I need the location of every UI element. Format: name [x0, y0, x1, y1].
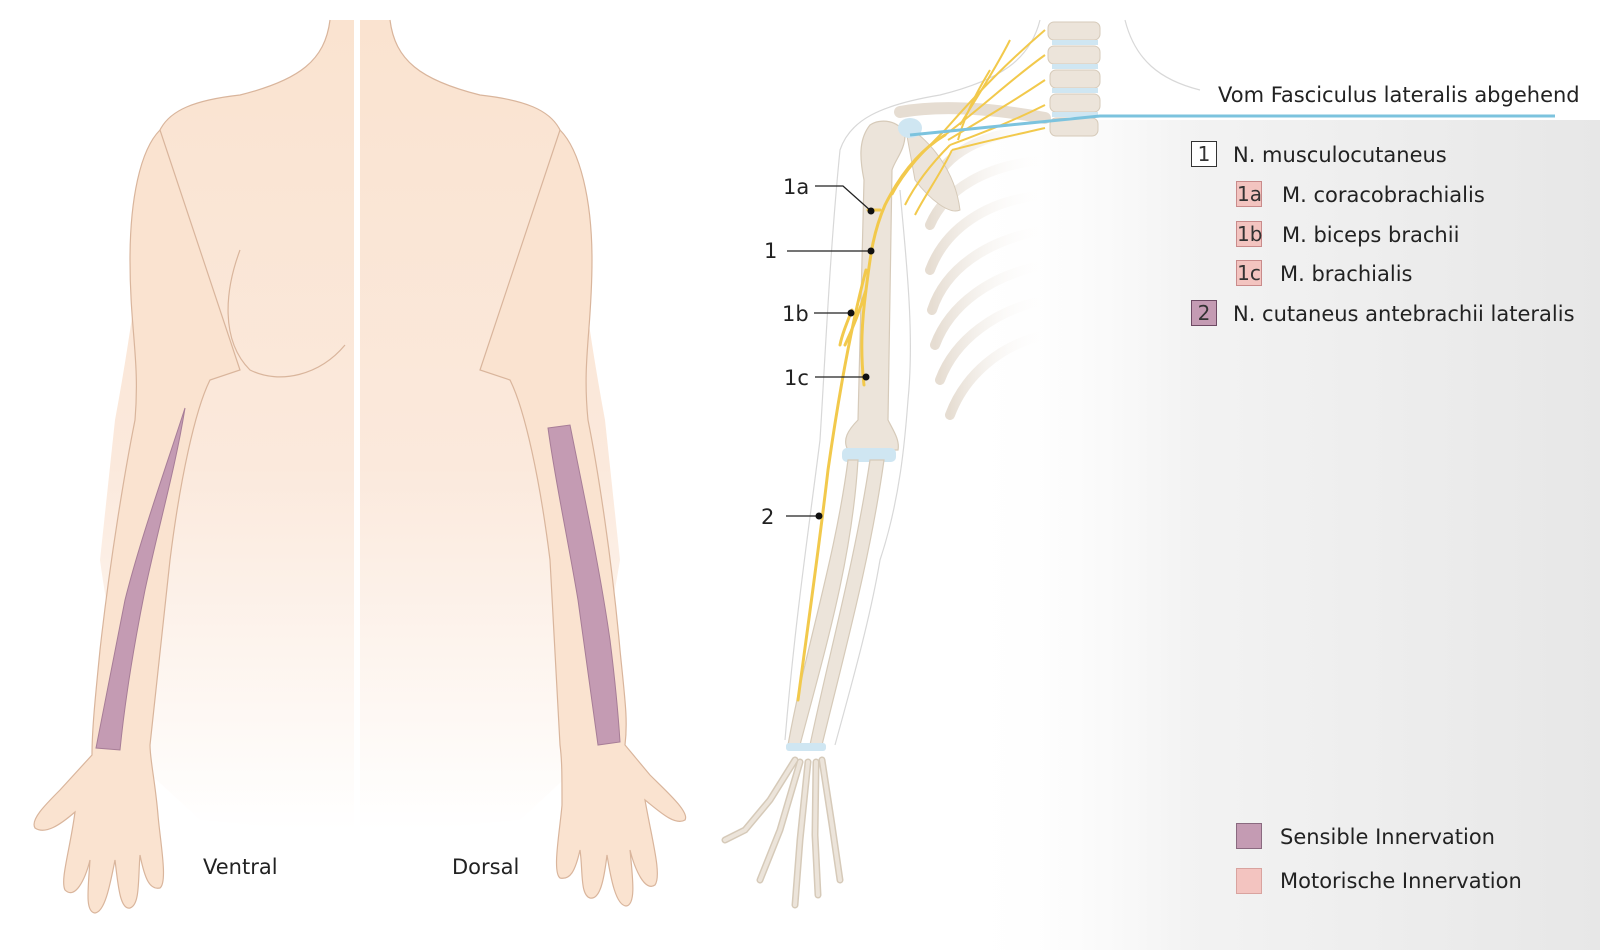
callout-label-1b: 1b: [782, 302, 809, 326]
legend-swatch-sensory: [1236, 823, 1262, 849]
body-silhouette: [784, 19, 1041, 741]
key-2: 2: [1191, 300, 1217, 326]
nerve-item-cutaneus: N. cutaneus antebrachii lateralis: [1233, 302, 1575, 326]
hand-bones-fill: [723, 758, 842, 907]
nerve-item-biceps: M. biceps brachii: [1282, 223, 1460, 247]
nerve-item-musculocutaneus: N. musculocutaneus: [1233, 143, 1447, 167]
humerus: [845, 120, 906, 451]
rib-cage: [925, 125, 1050, 420]
breast-contour: [227, 249, 346, 378]
key-1c: 1c: [1236, 260, 1262, 286]
skeleton-figure: [721, 19, 1555, 909]
callout-dot-2: [815, 512, 823, 520]
spine: [1047, 21, 1101, 137]
nerve-item-coracobrachialis: M. coracobrachialis: [1282, 183, 1485, 207]
legend-label-motor: Motorische Innervation: [1280, 869, 1522, 893]
neck-silhouette: [1124, 19, 1201, 91]
callout-label-1c: 1c: [784, 366, 809, 390]
leader-line: [909, 114, 1555, 137]
callout-label-1: 1: [764, 239, 778, 263]
callout-lines: [786, 185, 872, 517]
section-title: Vom Fasciculus lateralis abgehend: [1218, 83, 1580, 107]
view-label-dorsal: Dorsal: [452, 855, 520, 879]
callout-dots: [815, 207, 875, 520]
callout-dot-1c: [862, 373, 870, 381]
sensory-zone-dorsal: [547, 424, 621, 746]
body-figure: [33, 19, 687, 914]
body-silhouette-inner: [834, 189, 911, 746]
arm-ventral: [33, 128, 241, 914]
torso-outline: [159, 19, 331, 131]
key-1: 1: [1191, 141, 1217, 167]
musculocutaneous-nerve: [796, 133, 947, 702]
callout-label-1a: 1a: [783, 175, 810, 199]
sensory-zone-ventral: [95, 407, 186, 751]
torso-outline-right: [389, 19, 561, 131]
side-panel: [960, 120, 1600, 950]
callout-label-2: 2: [761, 505, 775, 529]
key-1a: 1a: [1236, 181, 1262, 207]
callout-dot-1a: [867, 207, 875, 215]
nerve-item-brachialis: M. brachialis: [1280, 262, 1413, 286]
wrist-joint: [786, 743, 826, 751]
legend-label-sensory: Sensible Innervation: [1280, 825, 1495, 849]
callout-dot-1b: [847, 309, 855, 317]
view-divider: [354, 20, 360, 910]
legend-swatch-motor: [1236, 868, 1262, 894]
key-1b: 1b: [1236, 221, 1263, 247]
view-label-ventral: Ventral: [203, 855, 278, 879]
elbow-joint: [842, 448, 896, 462]
callout-dot-1: [867, 247, 875, 255]
